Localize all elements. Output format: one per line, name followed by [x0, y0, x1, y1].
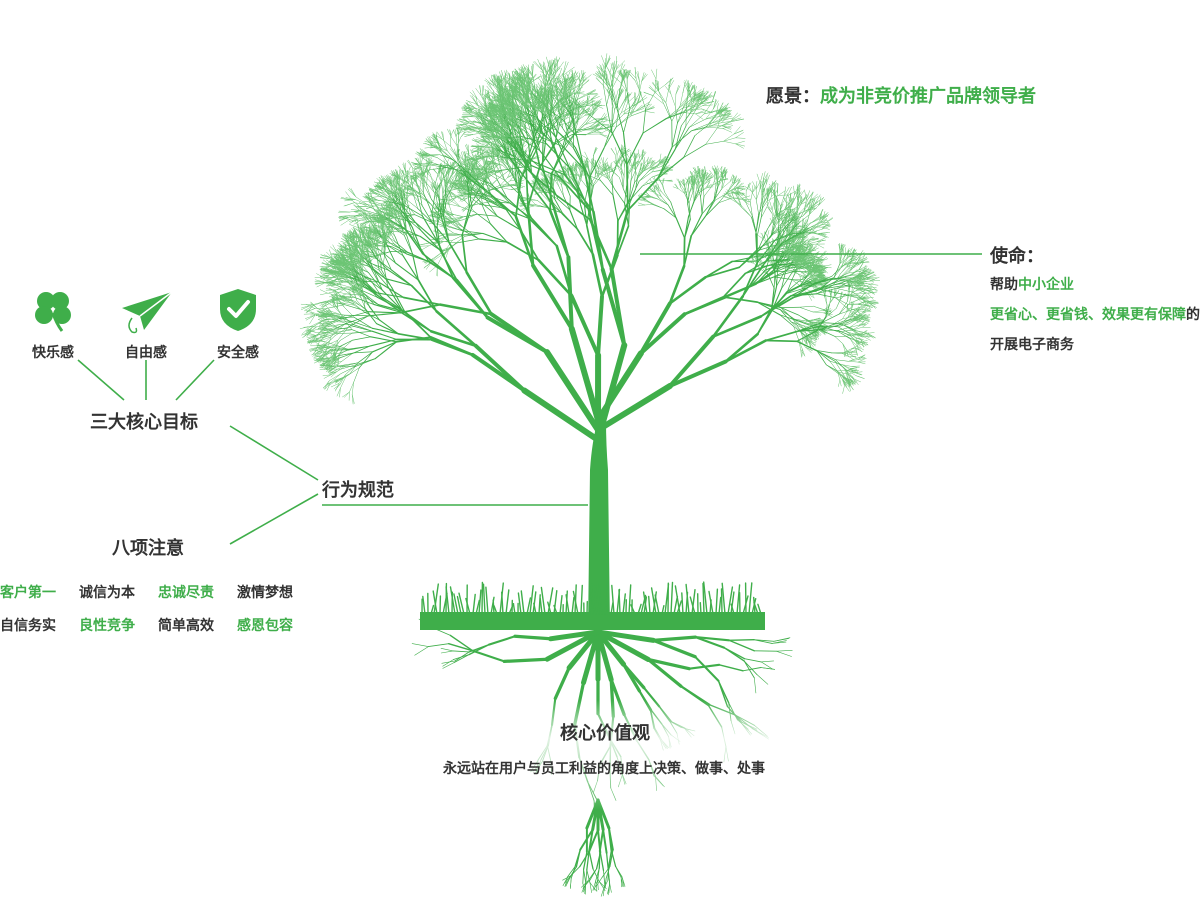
tree-branches — [299, 53, 881, 630]
mission-line1-prefix: 帮助 — [990, 277, 1018, 293]
grass — [421, 581, 762, 615]
notes-connector — [229, 493, 319, 545]
note-item: 忠诚尽责 — [158, 585, 214, 601]
happy-connector — [77, 359, 125, 401]
shield-check-icon — [218, 287, 258, 337]
goal-label-happy: 快乐感 — [32, 345, 74, 361]
root-fade-overlay — [420, 700, 780, 810]
notes-title: 八项注意 — [112, 538, 184, 559]
mission-line2-highlight: 更省心、更省钱、效果更有保障 — [990, 307, 1186, 323]
mission-title: 使命： — [990, 246, 1044, 267]
core-values-title: 核心价值观 — [560, 723, 650, 744]
goal-label-safety: 安全感 — [217, 345, 259, 361]
mission-line-3: 开展电子商务 — [990, 337, 1074, 353]
vision-statement: 愿景：成为非竞价推广品牌领导者 — [766, 82, 1036, 108]
connector-lines — [77, 253, 982, 545]
note-item: 自信务实 — [0, 618, 56, 634]
mission-line1-highlight: 中小企业 — [1018, 277, 1074, 293]
vision-label: 愿景： — [766, 86, 820, 107]
conduct-title: 行为规范 — [322, 480, 394, 501]
note-item: 良性竞争 — [79, 618, 135, 634]
core-values-text: 永远站在用户与员工利益的角度上决策、做事、处事 — [443, 761, 765, 777]
clover-icon — [30, 287, 76, 337]
note-item: 简单高效 — [158, 618, 214, 634]
vision-text: 成为非竞价推广品牌领导者 — [820, 86, 1036, 107]
goal-label-freedom: 自由感 — [125, 345, 167, 361]
note-item: 激情梦想 — [237, 585, 293, 601]
goals-title: 三大核心目标 — [90, 412, 198, 433]
paper-plane-icon — [120, 290, 174, 340]
mission-line-2: 更省心、更省钱、效果更有保障的 — [990, 304, 1200, 324]
mission-line2-suffix: 的 — [1186, 307, 1200, 323]
ground-strip — [420, 612, 765, 630]
goals-connector — [229, 425, 319, 481]
note-item: 客户第一 — [0, 585, 56, 601]
mission-line-1: 帮助中小企业 — [990, 274, 1074, 294]
note-item: 感恩包容 — [237, 618, 293, 634]
note-item: 诚信为本 — [79, 585, 135, 601]
safety-connector — [175, 359, 215, 401]
